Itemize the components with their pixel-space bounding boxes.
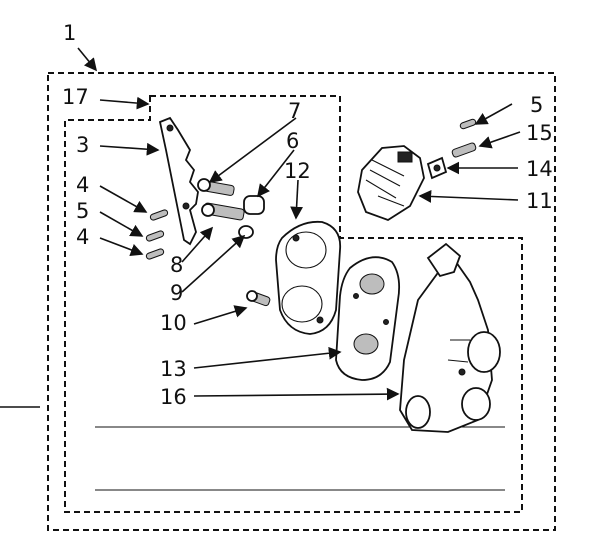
callout-8: 8 xyxy=(170,253,183,277)
callout-5-left: 5 xyxy=(76,199,89,223)
valve-plate xyxy=(335,256,401,381)
small-pins xyxy=(145,209,169,260)
valve-springs xyxy=(197,178,265,239)
callout-3: 3 xyxy=(76,133,89,157)
callout-14: 14 xyxy=(526,157,553,181)
assembly-frame xyxy=(47,72,556,531)
callout-1: 1 xyxy=(63,21,76,45)
screw xyxy=(246,290,271,307)
callout-17: 17 xyxy=(62,85,89,109)
leader-lines xyxy=(77,47,521,401)
callout-4-upper: 4 xyxy=(76,173,89,197)
callout-16: 16 xyxy=(160,385,187,409)
callout-9: 9 xyxy=(170,281,183,305)
lever-bracket xyxy=(158,116,199,246)
callout-6: 6 xyxy=(286,129,299,153)
callout-7: 7 xyxy=(288,99,301,123)
solenoid-coil xyxy=(357,145,425,221)
valve-body xyxy=(399,242,501,433)
callout-11: 11 xyxy=(526,189,553,213)
callout-13: 13 xyxy=(160,357,187,381)
coil-fasteners xyxy=(426,118,477,180)
callout-5-right: 5 xyxy=(530,93,543,117)
callout-10: 10 xyxy=(160,311,187,335)
kit-outline xyxy=(64,95,523,513)
callout-4-lower: 4 xyxy=(76,225,89,249)
callout-15: 15 xyxy=(526,121,553,145)
gasket xyxy=(275,220,342,335)
callout-12: 12 xyxy=(284,159,311,183)
